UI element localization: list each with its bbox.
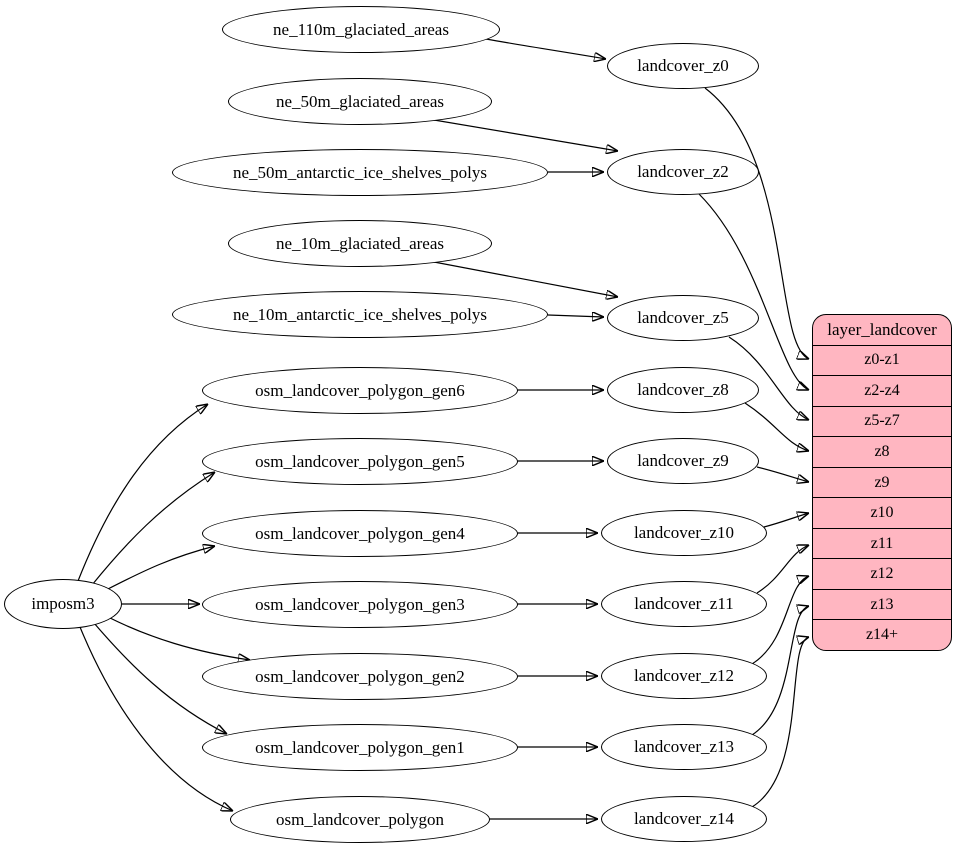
node-imposm3: imposm3: [4, 579, 122, 629]
node-ne-10m-glaciated-areas: ne_10m_glaciated_areas: [228, 220, 492, 267]
edge-z0-to-row-z0-z1: [704, 87, 809, 359]
edge-z8-to-row-z8: [744, 402, 809, 451]
node-landcover-z10: landcover_z10: [601, 510, 767, 556]
layer-record-header: layer_landcover: [827, 319, 937, 339]
edge-imposm3-to-polygon: [79, 626, 233, 811]
node-ne-110m-glaciated-areas: ne_110m_glaciated_areas: [222, 6, 500, 53]
edge-z14-to-row-z14plus: [751, 637, 809, 808]
node-osm-landcover-polygon-gen2: osm_landcover_polygon_gen2: [202, 653, 518, 700]
node-landcover-z5: landcover_z5: [607, 295, 759, 341]
node-landcover-z0: landcover_z0: [607, 43, 759, 89]
edge-ne10m-ant-to-z5: [547, 315, 604, 317]
edge-imposm3-to-gen5: [91, 472, 215, 586]
node-osm-landcover-polygon-gen4: osm_landcover_polygon_gen4: [202, 510, 518, 557]
layer-record-row-z13: z13: [813, 588, 951, 620]
node-ne-50m-antarctic-ice-shelves-polys: ne_50m_antarctic_ice_shelves_polys: [172, 149, 548, 196]
layer-record-row-z5-z7: z5-z7: [813, 405, 951, 437]
edge-z5-to-row-z5-z7: [728, 336, 809, 420]
layer-record-row-z9: z9: [813, 466, 951, 498]
layer-record-row-z2-z4: z2-z4: [813, 375, 951, 406]
layer-record-row-z14plus: z14+: [813, 619, 951, 650]
node-osm-landcover-polygon: osm_landcover_polygon: [230, 796, 490, 843]
layer-record: layer_landcover z0-z1 z2-z4 z5-z7 z8 z9 …: [812, 314, 952, 651]
layer-record-row-z8: z8: [813, 436, 951, 467]
edge-ne50m-gl-to-z2: [433, 119, 618, 151]
edge-imposm3-to-gen4: [105, 546, 215, 591]
edge-ne10m-gl-to-z5: [433, 261, 618, 297]
layer-record-row-z0-z1: z0-z1: [813, 344, 951, 376]
edge-imposm3-to-gen6: [77, 404, 208, 582]
node-landcover-z2: landcover_z2: [607, 149, 759, 195]
edge-z9-to-row-z9: [756, 466, 809, 482]
edge-z11-to-row-z11: [756, 545, 809, 594]
node-landcover-z12: landcover_z12: [601, 653, 767, 699]
node-osm-landcover-polygon-gen1: osm_landcover_polygon_gen1: [202, 724, 518, 771]
layer-record-row-z10: z10: [813, 497, 951, 528]
node-landcover-z9: landcover_z9: [607, 438, 759, 484]
layer-record-row-z11: z11: [813, 527, 951, 559]
node-osm-landcover-polygon-gen3: osm_landcover_polygon_gen3: [202, 581, 518, 628]
node-landcover-z13: landcover_z13: [601, 724, 767, 770]
edge-z10-to-row-z10: [763, 513, 809, 528]
edge-z2-to-row-z2-z4: [698, 193, 809, 390]
node-landcover-z11: landcover_z11: [601, 581, 767, 627]
node-landcover-z8: landcover_z8: [607, 367, 759, 413]
node-osm-landcover-polygon-gen6: osm_landcover_polygon_gen6: [202, 367, 518, 414]
node-landcover-z14: landcover_z14: [601, 796, 767, 842]
edge-z12-to-row-z12: [751, 576, 809, 665]
edge-imposm3-to-gen2: [107, 616, 250, 660]
layer-record-row-z12: z12: [813, 558, 951, 589]
node-osm-landcover-polygon-gen5: osm_landcover_polygon_gen5: [202, 438, 518, 485]
node-ne-10m-antarctic-ice-shelves-polys: ne_10m_antarctic_ice_shelves_polys: [172, 291, 548, 338]
edge-ne110m-to-z0: [485, 38, 606, 59]
edge-z13-to-row-z13: [751, 606, 809, 736]
edge-imposm3-to-gen1: [93, 622, 227, 734]
node-ne-50m-glaciated-areas: ne_50m_glaciated_areas: [228, 78, 492, 125]
